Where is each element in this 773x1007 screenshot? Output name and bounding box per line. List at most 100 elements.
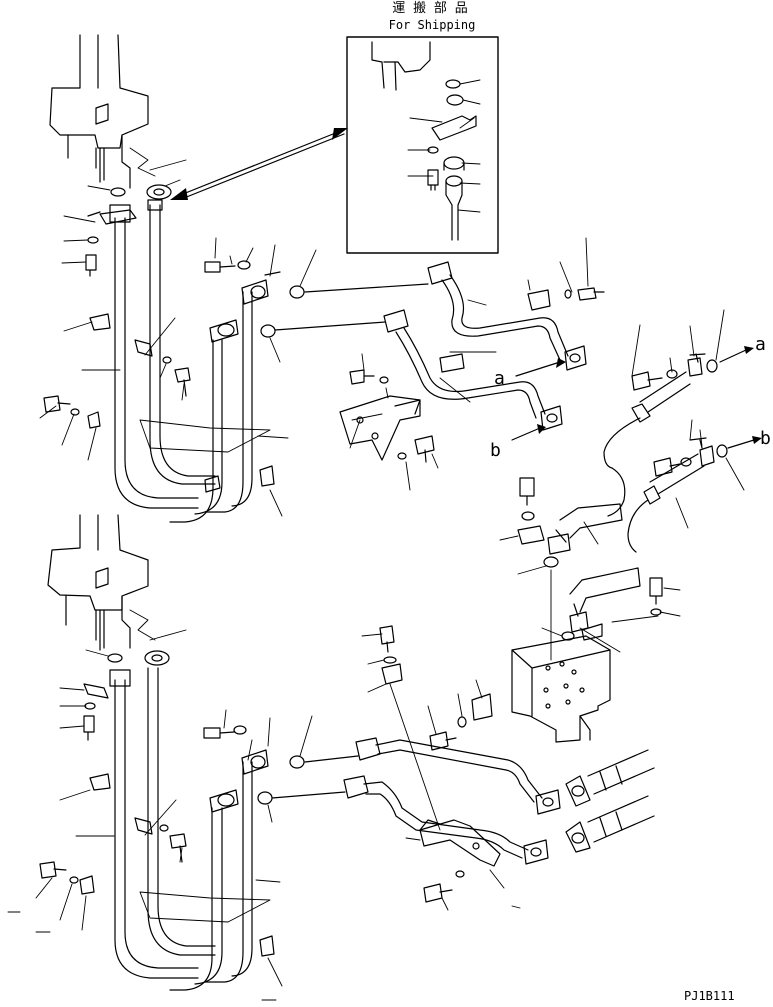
lower-tube-end-flange-b (523, 839, 549, 865)
upper-bracket-bolt (349, 369, 375, 385)
lower-tube-flange-1 (355, 737, 381, 761)
shipping-parts-inset: 運 搬 部 品 For Shipping (346, 1, 499, 254)
valve-clamp (581, 623, 603, 641)
inset-hose-end (445, 180, 463, 241)
lower-tube-flange-2 (343, 775, 369, 799)
upper-tube-clamp-1 (527, 289, 551, 311)
lower-tube-clip (471, 693, 493, 721)
arrow-a-right (719, 349, 747, 363)
upper-tube-end-flange-b (540, 405, 563, 431)
lower-tube-end-flange-a (535, 789, 561, 815)
reference-double-arrow (170, 128, 348, 200)
label-b-left: b (490, 440, 501, 461)
lower-clip-lower (259, 935, 275, 957)
upper-bolt-mid (174, 367, 191, 397)
lower-tube-a (375, 739, 543, 799)
upper-tube-b (403, 327, 546, 415)
lower-valve-block (47, 514, 149, 611)
right-bolt-b (653, 457, 681, 477)
upper-hose-1 (114, 217, 199, 509)
upper-clip-left (87, 411, 101, 429)
upper-assembly (39, 34, 317, 523)
right-hose-a-fitting (639, 371, 691, 413)
lower-bracket (419, 819, 501, 867)
inset-plug (446, 94, 464, 106)
upper-split-flange-3 (209, 319, 239, 343)
lower-pump-flange (144, 650, 170, 666)
lower-bolt-flange (203, 727, 235, 739)
lower-hose-2 (147, 667, 216, 956)
lower-bracket-bolt-2 (423, 883, 453, 903)
shipping-title-jp: 運 搬 部 品 (392, 1, 467, 16)
upper-hose-3 (169, 339, 214, 523)
lower-tube-bolt (429, 731, 457, 751)
valve-hose-lower (569, 567, 641, 613)
lower-bolt-mid (169, 833, 187, 863)
upper-tube-clamp-2 (439, 353, 465, 373)
stray-dashes (7, 911, 277, 1001)
upper-bracket-bolt-2 (414, 435, 435, 463)
right-o-ring-b (716, 444, 728, 458)
inset-cap (443, 156, 465, 170)
lower-hose-end-a (565, 775, 591, 807)
upper-hose-4 (204, 291, 244, 513)
shipping-box-frame (346, 36, 499, 254)
right-hose-a (603, 417, 641, 469)
arrow-a-left (515, 361, 561, 377)
control-valve-block (511, 635, 611, 743)
upper-o-ring-1 (289, 285, 305, 299)
upper-valve-block (49, 34, 149, 149)
inset-bolt (427, 169, 439, 191)
upper-o-ring-2 (260, 324, 276, 338)
upper-tube-a (449, 274, 569, 357)
arrow-b-left (511, 427, 541, 441)
lower-hose-3 (169, 807, 213, 991)
arrow-b-right (727, 439, 755, 449)
inset-split-flange (431, 115, 477, 141)
upper-bolt-left (85, 254, 97, 277)
lower-hose-stub-a (587, 749, 655, 795)
upper-split-flange-1 (99, 209, 137, 225)
lower-hose-end-b (565, 821, 591, 853)
lower-o-ring-1 (289, 755, 305, 769)
upper-bracket (339, 395, 421, 461)
valve-bolt-1 (519, 477, 535, 506)
upper-tube-end-flange-a (564, 345, 587, 371)
label-a-right: a (755, 334, 766, 355)
lower-hose-1 (114, 679, 199, 979)
lower-tube-b (363, 781, 529, 851)
shipping-title-en: For Shipping (389, 18, 476, 32)
upper-hose-2 (149, 204, 216, 485)
upper-tube-bolt (577, 287, 605, 301)
right-bolt-a (631, 371, 663, 391)
lower-hose-stub-b (587, 795, 655, 843)
valve-elbow-flange-1 (547, 533, 571, 555)
upper-tube-flange-2 (383, 309, 409, 333)
lower-bracket-bolt (379, 625, 395, 653)
inset-valve-outline (371, 41, 431, 89)
lower-hose-4 (204, 761, 244, 983)
lower-clip-top (89, 773, 111, 791)
upper-split-flange-4 (241, 279, 269, 305)
upper-clip-lower (259, 465, 275, 487)
upper-steel-tubes: a b (274, 237, 605, 491)
lower-split-flange-4 (241, 749, 269, 775)
lower-o-ring-2 (257, 791, 273, 805)
valve-bolt-2 (649, 577, 663, 605)
upper-bolt-flange (204, 261, 236, 273)
upper-tube-flange-1 (427, 261, 453, 285)
label-b-right: b (760, 428, 771, 449)
lower-tube-clamp (381, 663, 403, 685)
upper-pump-flange (146, 184, 172, 200)
right-o-ring-a (706, 359, 718, 373)
lower-bolt-left (83, 715, 95, 741)
right-hose-b (627, 499, 649, 553)
upper-bolt-lower-left (43, 395, 71, 413)
right-hose-group: a b (499, 309, 771, 743)
lower-bolt-lower-left (39, 861, 67, 879)
lower-assembly (35, 514, 313, 991)
lower-steel-tubes (271, 625, 655, 911)
lower-clip-left (79, 875, 95, 895)
